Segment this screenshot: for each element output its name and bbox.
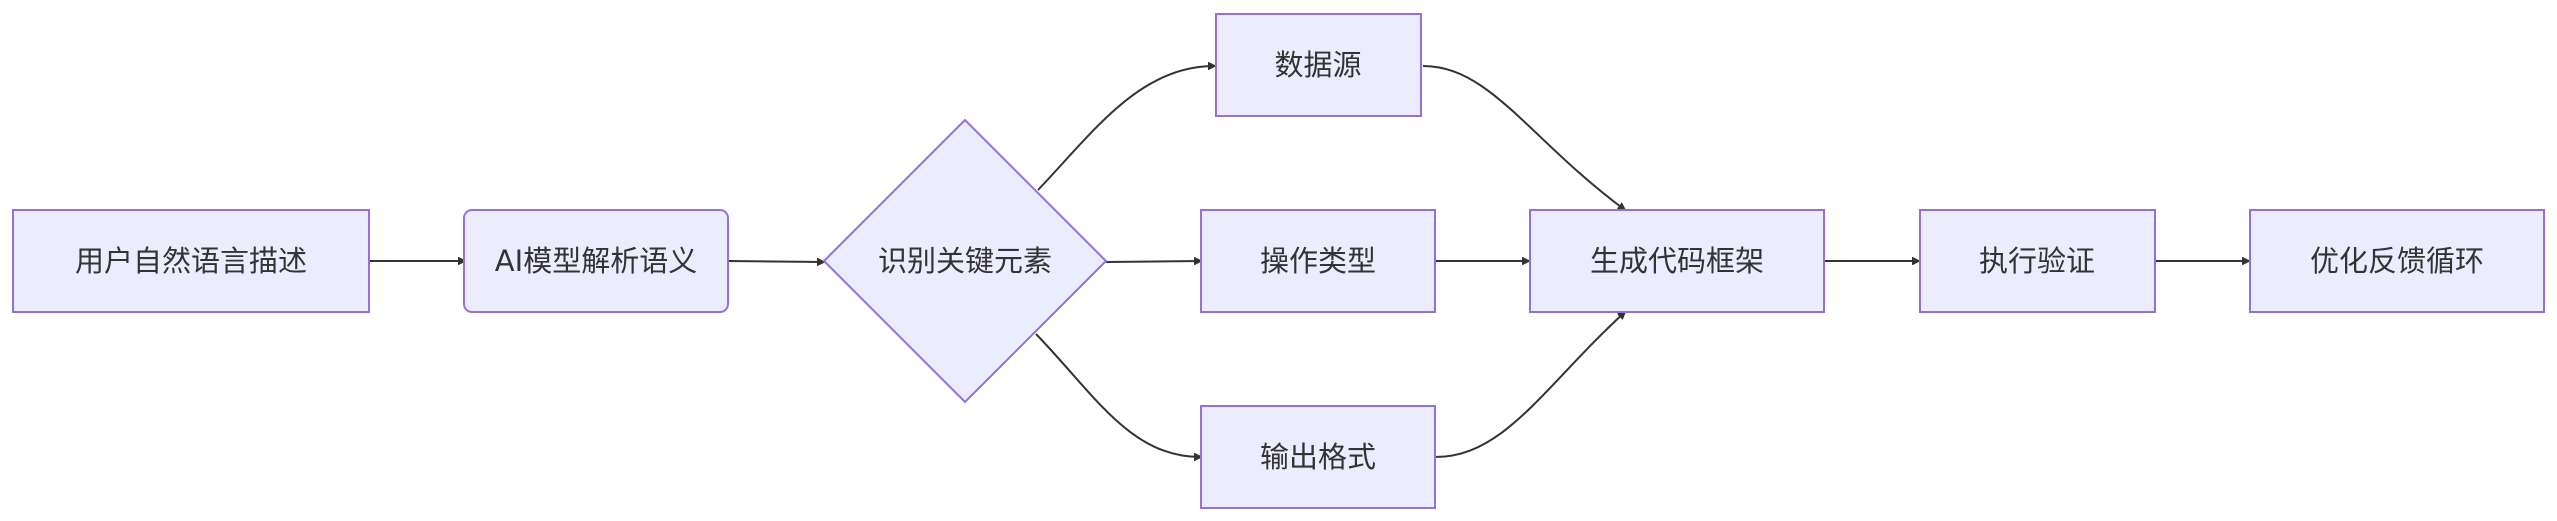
node-gen-code-label: 生成代码框架 xyxy=(1590,244,1764,278)
node-op-type-label: 操作类型 xyxy=(1260,244,1376,278)
edge-identify-to-op-type xyxy=(1105,261,1201,262)
node-gen-code: 生成代码框架 xyxy=(1529,209,1825,313)
node-output-format-label: 输出格式 xyxy=(1260,440,1376,474)
node-optimize-label: 优化反馈循环 xyxy=(2310,244,2484,278)
node-execute: 执行验证 xyxy=(1919,209,2156,313)
node-user-input-label: 用户自然语言描述 xyxy=(75,244,307,278)
node-op-type: 操作类型 xyxy=(1200,209,1436,313)
node-optimize: 优化反馈循环 xyxy=(2249,209,2545,313)
node-output-format: 输出格式 xyxy=(1200,405,1436,509)
node-data-source-label: 数据源 xyxy=(1274,48,1361,82)
edge-identify-to-output-format xyxy=(1035,333,1201,457)
edge-output-format-to-gen-code xyxy=(1434,312,1625,458)
node-ai-parse: AI模型解析语义 xyxy=(463,209,729,313)
edges xyxy=(369,66,2249,457)
node-data-source: 数据源 xyxy=(1215,13,1422,117)
node-identify-label: 识别关键元素 xyxy=(878,244,1052,278)
node-user-input: 用户自然语言描述 xyxy=(12,209,370,313)
node-execute-label: 执行验证 xyxy=(1979,244,2095,278)
edge-ai-parse-to-identify xyxy=(727,261,824,262)
edge-identify-to-data-source xyxy=(1037,66,1215,191)
node-ai-parse-label: AI模型解析语义 xyxy=(495,244,697,278)
edge-data-source-to-gen-code xyxy=(1422,65,1625,210)
node-identify: 识别关键元素 xyxy=(822,118,1108,404)
